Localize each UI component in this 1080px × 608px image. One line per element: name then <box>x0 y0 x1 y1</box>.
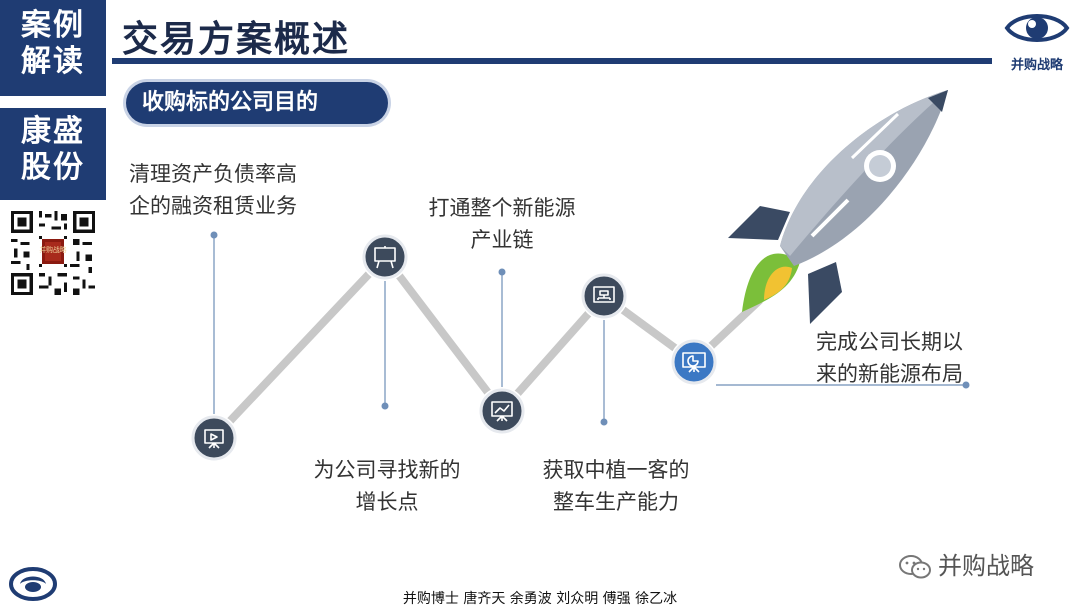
wechat-icon <box>899 555 931 579</box>
step-3-line-2: 产业链 <box>470 228 534 252</box>
whiteboard-icon <box>374 246 396 269</box>
title-underline <box>112 58 992 64</box>
qr-code-icon: 并购战略 <box>8 208 98 298</box>
connector-lines <box>213 235 966 422</box>
footer-logo-icon <box>9 567 57 601</box>
step-4-text: 获取中植一客的 整车生产能力 <box>528 454 704 518</box>
step-4-line-2: 整车生产能力 <box>553 490 679 514</box>
step-1-text: 清理资产负债率高 企的融资租赁业务 <box>129 158 297 222</box>
company-name-block: 康盛 股份 <box>0 108 106 200</box>
case-study-block: 案例 解读 <box>0 0 106 96</box>
org-chart-icon <box>593 286 615 303</box>
timeline-node-4 <box>580 272 628 320</box>
wechat-label: 并购战略 <box>938 552 1034 580</box>
timeline-node-2 <box>361 233 409 281</box>
eye-icon <box>1004 14 1070 42</box>
qr-code[interactable]: 并购战略 <box>8 208 98 298</box>
step-3-line-1: 打通整个新能源 <box>428 196 576 220</box>
presentation-icon <box>204 429 224 449</box>
case-line-2: 解读 <box>21 44 85 79</box>
step-3-text: 打通整个新能源 产业链 <box>414 192 590 256</box>
qr-stamp-text: 并购战略 <box>39 245 66 254</box>
pie-chart-board-icon <box>682 352 706 373</box>
step-1-line-1: 清理资产负债率高 <box>129 162 297 186</box>
authors-line: 并购博士 唐齐天 余勇波 刘众明 傅强 徐乙冰 <box>402 591 678 607</box>
company-line-1: 康盛 <box>21 114 85 149</box>
brand-logo: 并购战略 <box>1000 8 1074 74</box>
step-5-line-1: 完成公司长期以 <box>816 330 963 354</box>
wechat-account: 并购战略 <box>898 546 1034 581</box>
case-line-1: 案例 <box>21 8 85 43</box>
timeline-node-3 <box>478 387 526 435</box>
step-1-line-2: 企的融资租赁业务 <box>129 194 297 218</box>
page-title: 交易方案概述 <box>122 19 351 60</box>
rocket-illustration <box>728 90 948 324</box>
company-line-2: 股份 <box>21 150 85 185</box>
step-5-line-2: 来的新能源布局 <box>816 362 963 386</box>
step-2-text: 为公司寻找新的 增长点 <box>302 454 472 518</box>
timeline-node-5 <box>670 338 718 386</box>
trend-chart-icon <box>491 401 513 422</box>
step-2-line-1: 为公司寻找新的 <box>313 458 461 482</box>
step-4-line-1: 获取中植一客的 <box>542 458 690 482</box>
timeline-node-1 <box>190 414 238 462</box>
step-5-text: 完成公司长期以 来的新能源布局 <box>816 326 963 390</box>
section-subtitle: 收购标的公司目的 <box>126 82 388 124</box>
logo-label: 并购战略 <box>1010 58 1063 73</box>
step-2-line-2: 增长点 <box>355 490 419 514</box>
connector-dots <box>210 231 970 426</box>
